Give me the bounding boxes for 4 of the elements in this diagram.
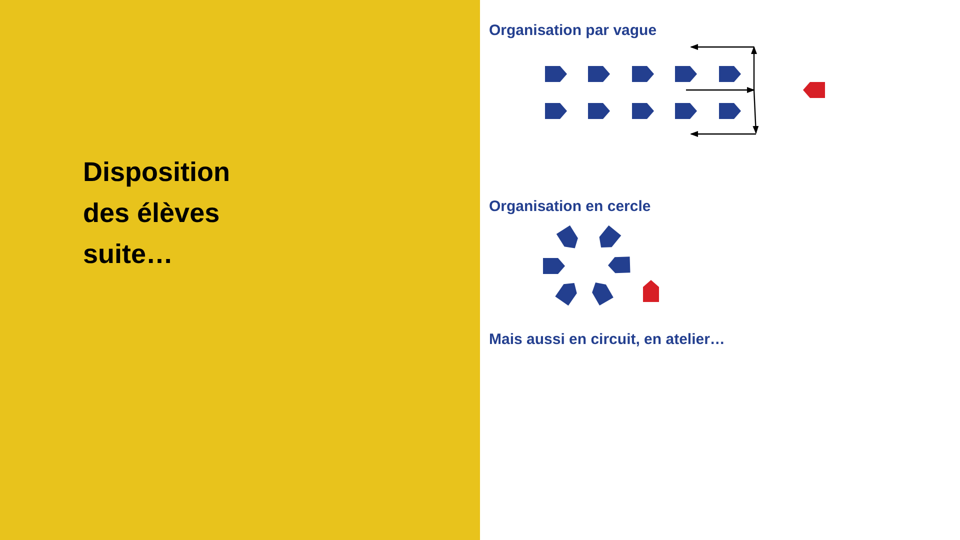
section-heading: Mais aussi en circuit, en atelier… [489,331,725,348]
section-heading: Organisation en cercle [489,198,651,215]
slide-title: Disposition des élèves suite… [83,156,231,271]
section-heading: Organisation par vague [489,22,657,39]
